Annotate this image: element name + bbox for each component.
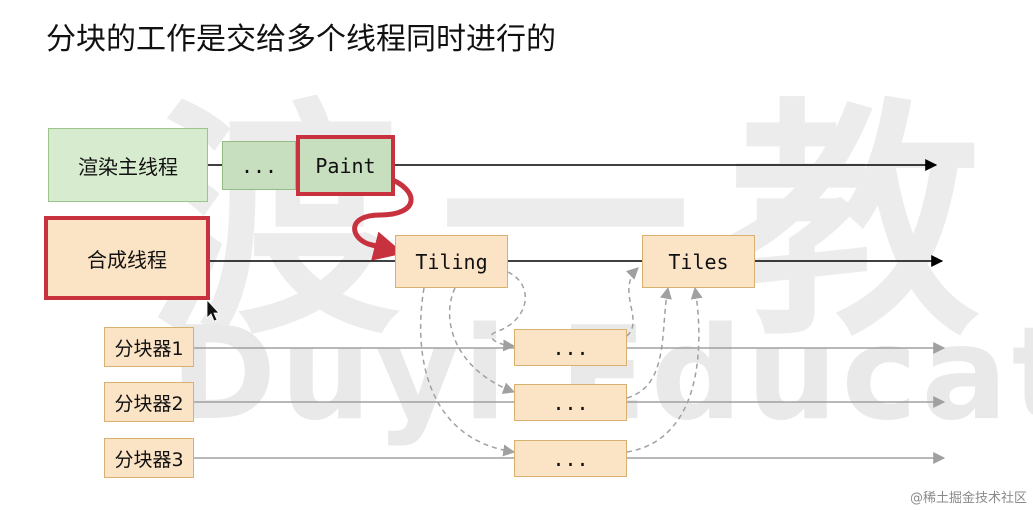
paint-to-tiling-squiggle — [352, 175, 414, 261]
tiles-task-label: Tiles — [668, 249, 729, 274]
tiling-to-task1-dashed — [490, 271, 527, 352]
tiler-3-label: 分块器3 — [114, 448, 184, 471]
task1-to-tiles-dashed — [626, 267, 639, 337]
mouse-cursor-icon — [206, 298, 220, 322]
tiler-1-task-box: ... — [514, 329, 627, 366]
tiler-1-box: 分块器1 — [104, 327, 194, 367]
tiles-task-box: Tiles — [642, 235, 755, 288]
task3-to-tiles-dashed — [626, 286, 703, 453]
tiler-2-task-label: ... — [552, 390, 589, 415]
paint-task-box: Paint — [296, 135, 395, 196]
compositor-thread-box: 合成线程 — [44, 216, 210, 300]
compositor-thread-label: 合成线程 — [87, 247, 167, 272]
paint-task-label: Paint — [315, 153, 376, 178]
tiler-2-task-box: ... — [514, 384, 627, 421]
tiling-task-label: Tiling — [415, 249, 488, 274]
tiler-2-box: 分块器2 — [104, 382, 194, 422]
watermark-english: Duyi Educat — [170, 300, 1033, 449]
tiler-1-label: 分块器1 — [114, 337, 184, 360]
slide-title: 分块的工作是交给多个线程同时进行的 — [46, 22, 556, 57]
tiler-1-task-label: ... — [552, 335, 589, 360]
watermark-chinese: 渡一教 — [150, 78, 1020, 369]
footer-credit: @稀土掘金技术社区 — [909, 491, 1027, 506]
tiler-3-task-label: ... — [552, 446, 589, 471]
task2-to-tiles-dashed — [626, 286, 672, 399]
tiling-to-task3-dashed — [419, 287, 516, 457]
render-main-thread-label: 渲染主线程 — [78, 154, 178, 179]
tiling-to-task2-dashed — [448, 287, 516, 394]
tiler-3-task-box: ... — [514, 440, 627, 477]
tiler-3-box: 分块器3 — [104, 438, 194, 478]
tiling-task-box: Tiling — [395, 235, 508, 288]
render-main-thread-box: 渲染主线程 — [48, 128, 208, 202]
render-ellipsis-task: ... — [222, 141, 296, 190]
tiler-2-label: 分块器2 — [114, 392, 184, 415]
render-ellipsis-label: ... — [240, 153, 278, 178]
